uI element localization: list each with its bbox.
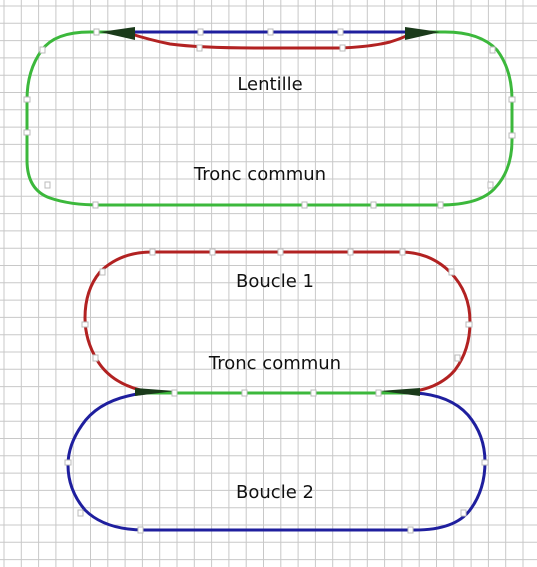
track-joint — [301, 201, 308, 209]
track-joint — [489, 46, 496, 54]
track-joint — [39, 46, 46, 54]
loop1-label: Boucle 1 — [236, 271, 314, 292]
bottom-left-switch — [135, 388, 175, 396]
track-joint — [407, 526, 414, 534]
track-joint — [267, 28, 274, 36]
track-joint — [92, 201, 99, 209]
track-joint — [196, 44, 203, 52]
bottom-common-trunk-label: Tronc commun — [208, 353, 341, 374]
track-joint — [339, 44, 346, 52]
track-joint — [310, 389, 317, 397]
bottom-track-joints — [64, 248, 489, 534]
track-joint — [44, 181, 51, 189]
lentille-title: Lentille — [237, 74, 302, 95]
track-joint — [171, 389, 178, 397]
lentille-layout: Lentille Tronc commun — [23, 27, 516, 209]
track-joint — [93, 28, 100, 36]
lentille-right-switch — [405, 27, 440, 40]
track-joint — [508, 132, 516, 139]
track-joint — [99, 268, 106, 276]
track-joint — [347, 248, 354, 256]
track-joint — [197, 28, 204, 36]
track-joint — [277, 248, 284, 256]
loop2-track — [66, 391, 487, 532]
track-joint — [92, 354, 99, 362]
track-joint — [64, 459, 72, 466]
lentille-track-joints — [23, 28, 516, 209]
track-joint — [77, 509, 84, 517]
track-joint — [465, 321, 473, 328]
lentille-common-trunk-label: Tronc commun — [193, 164, 326, 185]
track-joint — [481, 459, 489, 466]
track-joint — [454, 354, 461, 362]
track-joint — [137, 526, 144, 534]
lentille-curved-track — [127, 31, 411, 50]
track-joint — [337, 28, 344, 36]
track-joint — [370, 201, 377, 209]
lentille-left-switch — [100, 27, 135, 40]
track-joint — [448, 268, 455, 276]
track-joint — [149, 248, 156, 256]
bottom-right-switch — [380, 388, 420, 396]
track-joint — [23, 96, 31, 103]
double-loop-layout: Boucle 1 Tronc commun Boucle 2 — [64, 248, 489, 534]
track-joint — [437, 201, 444, 209]
track-joint — [508, 96, 516, 103]
loop1-track — [83, 250, 472, 394]
track-joint — [81, 321, 89, 328]
track-joint — [375, 389, 382, 397]
lentille-common-trunk-track — [25, 30, 514, 207]
track-joint — [399, 248, 406, 256]
track-joint — [487, 181, 494, 189]
loop2-label: Boucle 2 — [236, 482, 314, 503]
track-joint — [209, 248, 216, 256]
track-joint — [23, 129, 31, 136]
track-joint — [241, 389, 248, 397]
track-joint — [460, 509, 467, 517]
